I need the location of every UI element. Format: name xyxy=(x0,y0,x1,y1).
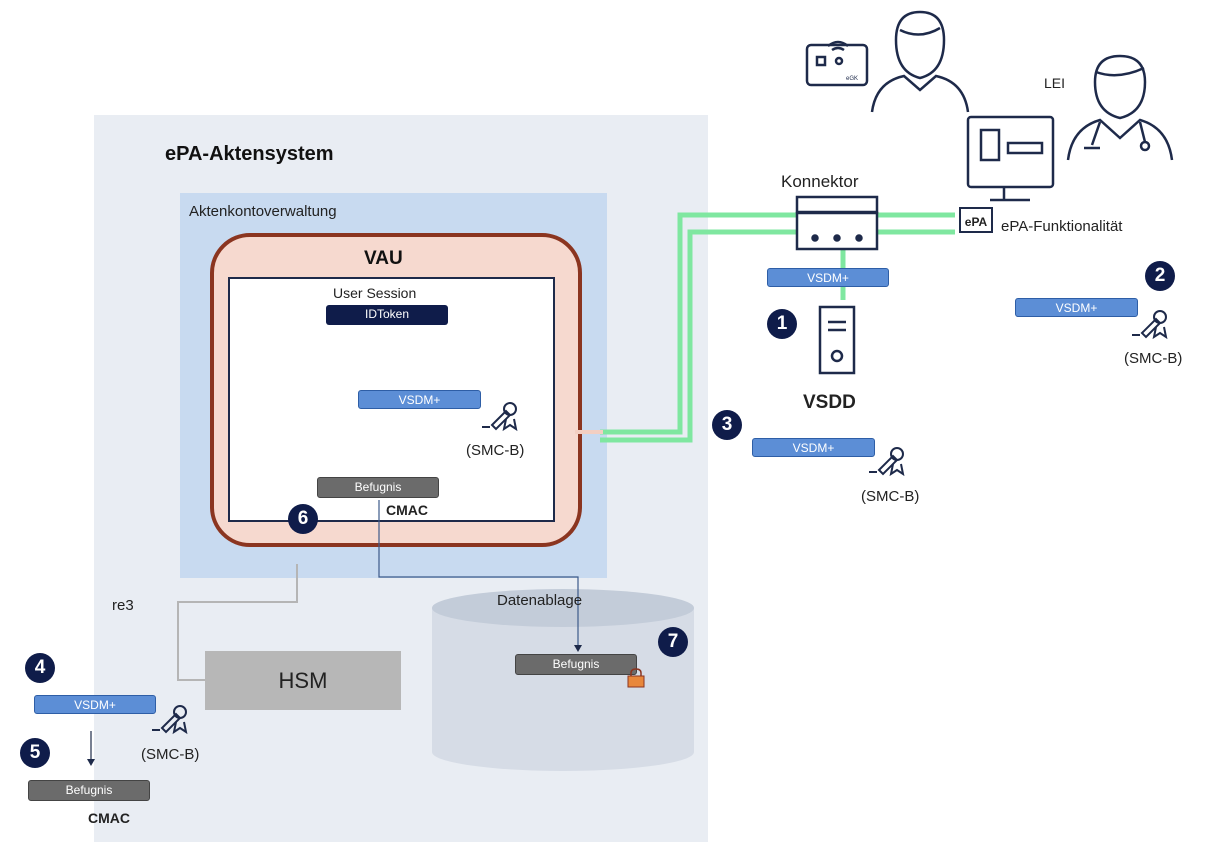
step-2-badge: 2 xyxy=(1145,261,1175,291)
vsdd-label: VSDD xyxy=(803,392,856,413)
smcb-label-step2: (SMC-B) xyxy=(1124,350,1183,367)
idtoken-chip: IDToken xyxy=(326,305,448,325)
aktensystem-title: ePA-Aktensystem xyxy=(165,143,334,165)
re3-label: re3 xyxy=(112,597,134,614)
step-1-badge: 1 xyxy=(767,309,797,339)
vsdm-chip-step3: VSDM+ xyxy=(752,438,875,457)
vsdm-chip-session: VSDM+ xyxy=(358,390,481,409)
smcb-label-step4: (SMC-B) xyxy=(141,746,200,763)
step-4-badge: 4 xyxy=(25,653,55,683)
egk-card-icon xyxy=(805,40,869,87)
step-3-badge: 3 xyxy=(712,410,742,440)
aktenkonto-label: Aktenkontoverwaltung xyxy=(189,203,337,220)
vsdd-server-icon xyxy=(818,305,856,375)
doctor-icon xyxy=(1066,54,1174,161)
step-6-badge: 6 xyxy=(288,504,318,534)
konnektor-icon xyxy=(795,195,879,251)
smcb-label-step3: (SMC-B) xyxy=(861,488,920,505)
befugnis-chip-step5: Befugnis xyxy=(28,780,150,801)
befugnis-chip-storage: Befugnis xyxy=(515,654,637,675)
hsm-box: HSM xyxy=(205,651,401,710)
vsdm-chip-step2: VSDM+ xyxy=(1015,298,1138,317)
egk-label: eGK xyxy=(846,76,858,82)
signature-icon xyxy=(482,402,518,432)
lei-label: LEI xyxy=(1044,75,1066,91)
monitor-icon xyxy=(966,115,1055,202)
smcb-label-session: (SMC-B) xyxy=(466,442,525,459)
patient-icon xyxy=(870,10,970,113)
datenablage-cylinder xyxy=(432,589,694,771)
signature-icon xyxy=(152,705,188,735)
signature-icon xyxy=(869,447,905,477)
step-5-badge: 5 xyxy=(20,738,50,768)
vsdm-chip-step4: VSDM+ xyxy=(34,695,156,714)
konnektor-label: Konnektor xyxy=(781,172,859,191)
epa-funktionalitaet-label: ePA-Funktionalität xyxy=(1001,218,1123,235)
cmac-label-session: CMAC xyxy=(386,502,428,518)
user-session-label: User Session xyxy=(333,285,417,301)
vsdm-chip-konnektor: VSDM+ xyxy=(767,268,889,287)
befugnis-chip-session: Befugnis xyxy=(317,477,439,498)
datenablage-label: Datenablage xyxy=(497,592,583,609)
epa-badge-icon: ePA xyxy=(959,207,993,233)
befugnis-storage-line xyxy=(378,500,579,648)
signature-icon xyxy=(1132,310,1168,340)
re3-line xyxy=(177,564,298,681)
step-7-badge: 7 xyxy=(658,627,688,657)
lock-icon xyxy=(627,668,645,688)
vau-label: VAU xyxy=(364,248,403,269)
cmac-label-step5: CMAC xyxy=(88,810,130,826)
